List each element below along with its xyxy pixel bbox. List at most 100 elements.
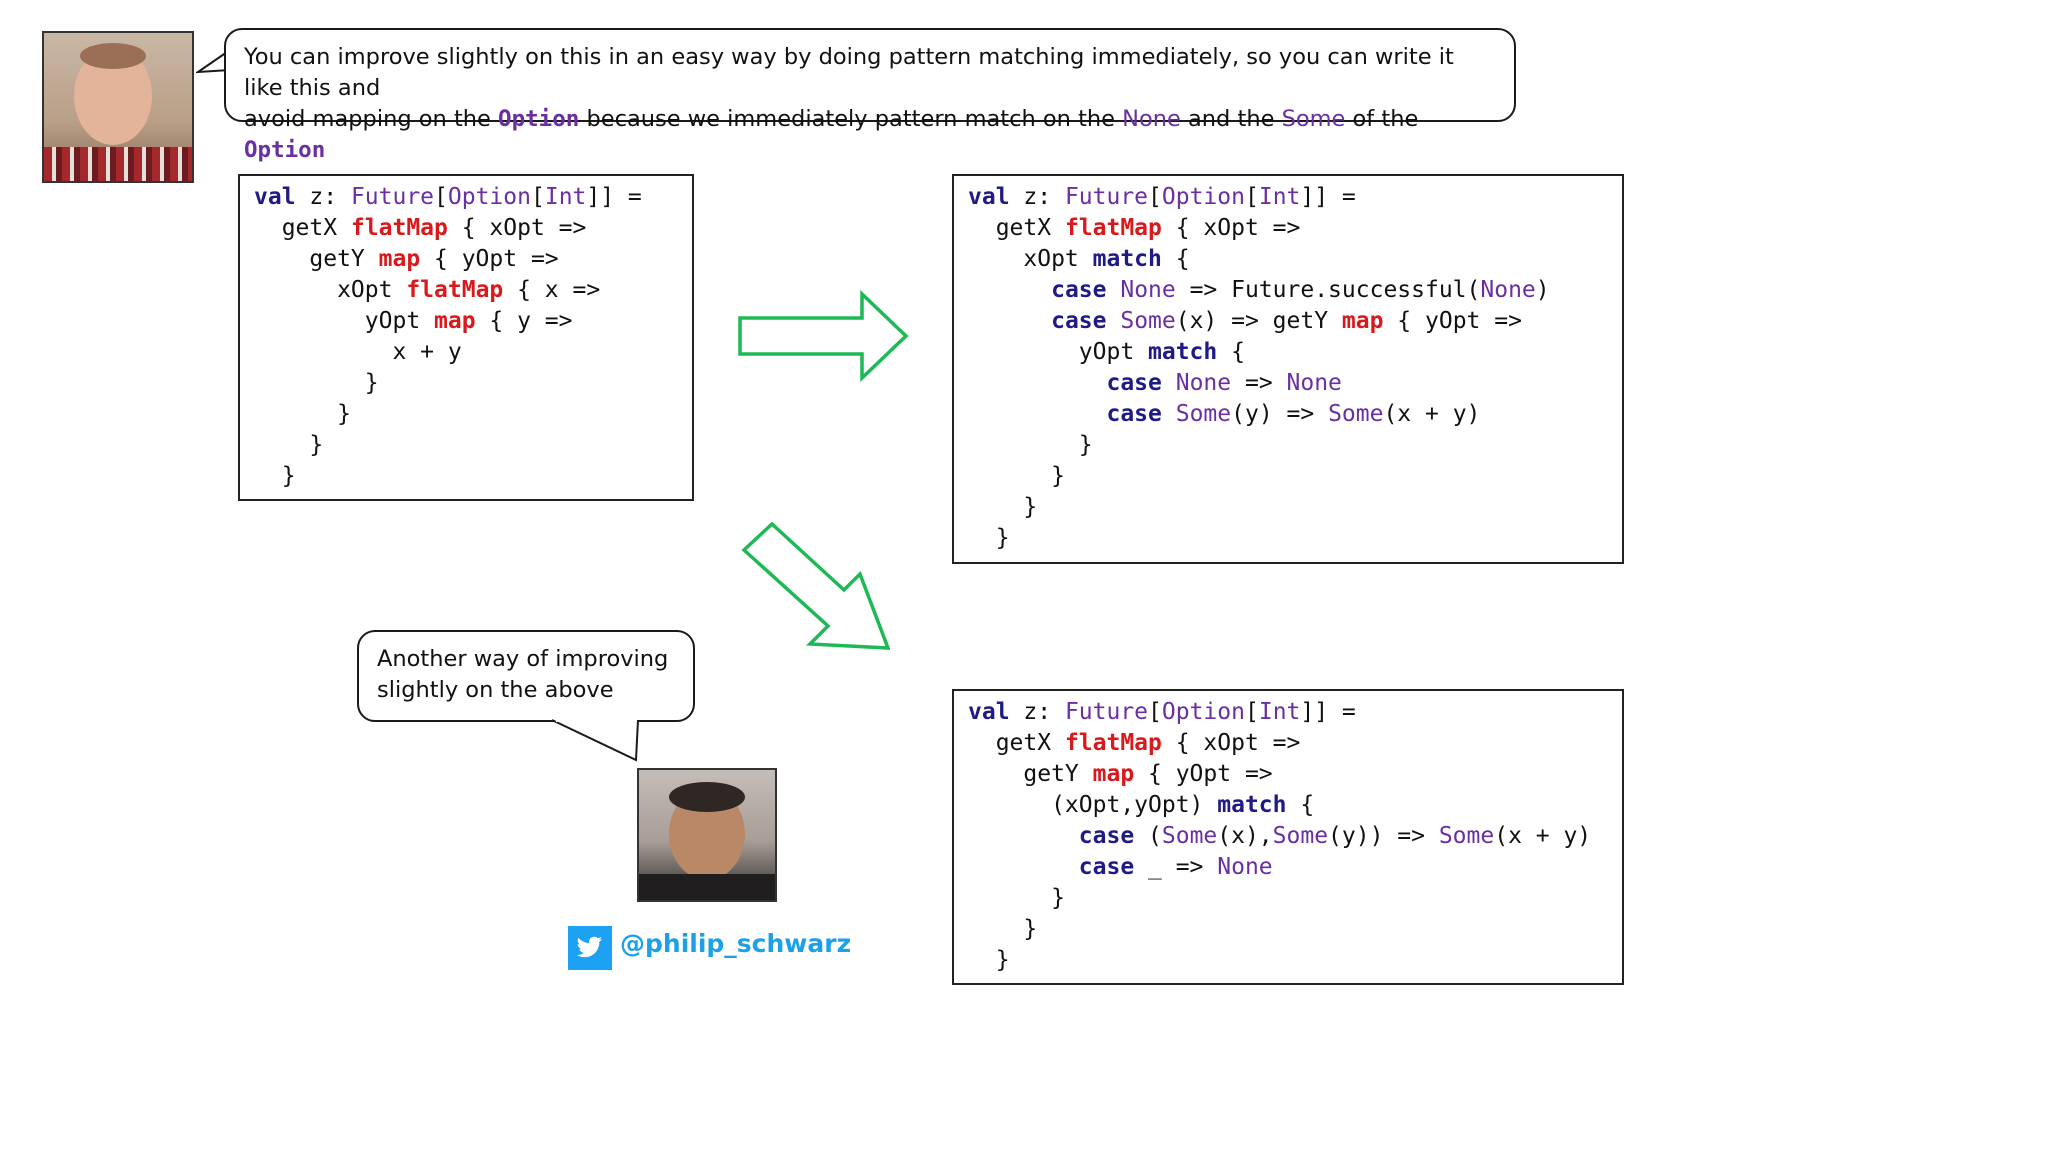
code-token: Some	[1175, 401, 1232, 427]
code-token: map	[378, 246, 421, 272]
code-line: }	[254, 461, 678, 492]
code-line: x + y	[254, 337, 678, 368]
bubble-top-tail	[196, 49, 230, 74]
code-token	[1106, 308, 1120, 334]
code-token: => Future.successful(	[1175, 277, 1481, 303]
code-token: Int	[1258, 699, 1301, 725]
code-line: val z: Future[Option[Int]] =	[254, 182, 678, 213]
code-token: val	[968, 699, 1010, 725]
code-token: getY	[254, 246, 379, 272]
code-token: { y =>	[475, 308, 573, 334]
code-token: }	[254, 432, 324, 458]
code-token: (x) => getY	[1175, 308, 1342, 334]
code-token: { x =>	[503, 277, 601, 303]
code-token	[968, 370, 1106, 396]
code-box-tuple-match: val z: Future[Option[Int]] = getX flatMa…	[952, 689, 1624, 985]
code-token: { yOpt =>	[1134, 761, 1273, 787]
code-token: None	[1175, 370, 1232, 396]
code-token: [	[530, 184, 545, 210]
code-line: case (Some(x),Some(y)) => Some(x + y)	[968, 821, 1608, 852]
code-line: getY map { yOpt =>	[254, 244, 678, 275]
code-token: None	[1120, 277, 1176, 303]
code-token: None	[1217, 854, 1273, 880]
code-line: }	[968, 461, 1608, 492]
twitter-icon	[568, 926, 612, 970]
code-token: val	[254, 184, 296, 210]
code-token: }	[968, 463, 1065, 489]
code-token: ]] =	[1300, 184, 1356, 210]
code-line: }	[968, 914, 1608, 945]
code-token: }	[968, 494, 1038, 520]
code-token: }	[968, 525, 1010, 551]
code-line: }	[254, 430, 678, 461]
code-token: Some	[1438, 823, 1495, 849]
code-line: (xOpt,yOpt) match {	[968, 790, 1608, 821]
code-token: None	[1480, 277, 1536, 303]
code-line: }	[968, 492, 1608, 523]
code-token: case	[1078, 823, 1135, 849]
bubble-top-line1: You can improve slightly on this in an e…	[244, 44, 1454, 101]
bubble-top-line2: avoid mapping on the Option because we i…	[244, 106, 1419, 163]
code-token: getX	[968, 215, 1065, 241]
code-token: {	[1161, 246, 1190, 272]
code-token: xOpt	[968, 246, 1093, 272]
code-token: Some	[1328, 401, 1384, 427]
code-token: match	[1092, 246, 1162, 272]
code-token: Option	[1161, 699, 1245, 725]
bubble-bottom-line2: slightly on the above	[377, 677, 614, 703]
code-box-original: val z: Future[Option[Int]] = getX flatMa…	[238, 174, 694, 501]
code-token: { yOpt =>	[420, 246, 559, 272]
code-token: }	[968, 432, 1093, 458]
none-keyword: None	[1122, 106, 1181, 132]
code-token: (x + y)	[1494, 823, 1592, 849]
code-token: z:	[1009, 184, 1065, 210]
code-line: }	[254, 399, 678, 430]
code-token: }	[254, 463, 296, 489]
code-token	[968, 308, 1051, 334]
code-token: getX	[254, 215, 351, 241]
twitter-handle-row[interactable]: @philip_schwarz	[568, 926, 851, 970]
code-token: x + y	[254, 339, 462, 365]
code-token: }	[254, 401, 351, 427]
code-line: yOpt match {	[968, 337, 1608, 368]
code-token	[968, 823, 1079, 849]
code-token: (	[1134, 823, 1162, 849]
code-token	[1162, 370, 1176, 396]
bubble-bottom-tail	[551, 718, 639, 762]
code-token: }	[968, 885, 1065, 911]
code-token: flatMap	[1064, 730, 1162, 756]
code-token: )	[1535, 277, 1550, 303]
code-token: Some	[1161, 823, 1218, 849]
code-token: {	[1286, 792, 1315, 818]
code-token	[1162, 401, 1176, 427]
code-token: [	[1244, 699, 1259, 725]
speaker-portrait-top	[42, 31, 194, 183]
code-token: getY	[968, 761, 1093, 787]
code-token: case	[1078, 854, 1135, 880]
code-line: val z: Future[Option[Int]] =	[968, 182, 1608, 213]
code-token: [	[1148, 699, 1162, 725]
code-token: { yOpt =>	[1383, 308, 1522, 334]
code-token: None	[1286, 370, 1342, 396]
code-token: { xOpt =>	[447, 215, 587, 241]
code-line: val z: Future[Option[Int]] =	[968, 697, 1608, 728]
code-line: case Some(y) => Some(x + y)	[968, 399, 1608, 430]
twitter-handle[interactable]: @philip_schwarz	[620, 929, 852, 959]
code-token: yOpt	[254, 308, 435, 334]
code-token: }	[968, 916, 1038, 942]
code-token: }	[968, 947, 1010, 973]
author-portrait	[637, 768, 777, 902]
code-token: [	[434, 184, 448, 210]
code-token	[968, 277, 1051, 303]
code-token: Future	[350, 184, 435, 210]
code-token: map	[1092, 761, 1135, 787]
code-token	[968, 401, 1106, 427]
code-line: }	[968, 883, 1608, 914]
code-token: { xOpt =>	[1161, 730, 1301, 756]
code-token: Option	[1161, 184, 1245, 210]
code-token: match	[1148, 339, 1218, 365]
code-line: xOpt match {	[968, 244, 1608, 275]
code-line: case _ => None	[968, 852, 1608, 883]
code-token: case	[1106, 370, 1162, 396]
code-line: }	[968, 523, 1608, 554]
